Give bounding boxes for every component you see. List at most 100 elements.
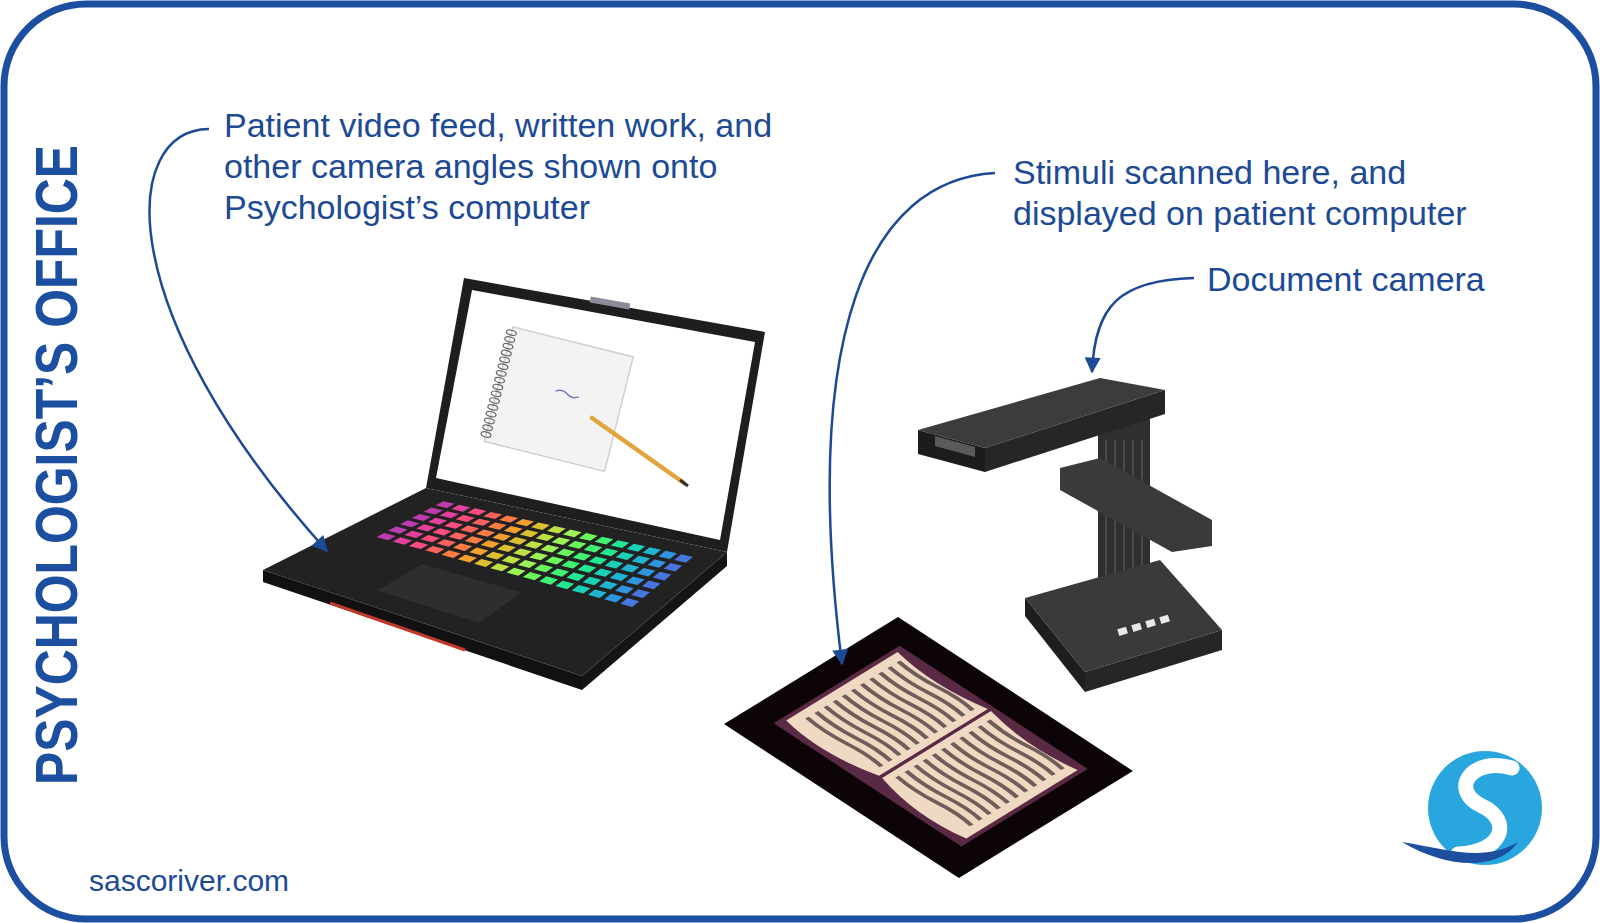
keyboard-key	[600, 548, 619, 556]
book-text-line	[978, 725, 1055, 775]
keyboard-key	[416, 524, 435, 531]
keyboard-key	[611, 540, 630, 548]
keyboard-key	[499, 515, 518, 522]
keyboard-key	[568, 541, 587, 549]
notebook-spiral	[482, 424, 493, 431]
keyboard-key	[531, 523, 550, 530]
keyboard-key	[492, 533, 511, 540]
pencil	[592, 418, 684, 483]
webcam-bar	[590, 297, 630, 310]
logo-swoosh	[1402, 842, 1518, 863]
keyboard-key	[610, 573, 629, 581]
notebook-spiral	[501, 349, 512, 356]
camera-button	[1145, 619, 1156, 628]
logo-circle	[1428, 751, 1542, 865]
keyboard-key	[572, 585, 591, 594]
keyboard-key	[529, 552, 548, 560]
keyboard-key	[409, 542, 428, 550]
keyboard-key	[520, 530, 539, 537]
keyboard-key	[595, 537, 614, 545]
keyboard-key	[637, 568, 656, 576]
keyboard-key	[599, 581, 618, 590]
keyboard-key	[441, 550, 460, 558]
keyboard-key	[393, 537, 412, 544]
keyboard-key	[456, 515, 475, 522]
keyboard-key	[579, 533, 598, 541]
notebook-spiral	[503, 343, 514, 350]
keyboard-key	[583, 577, 602, 585]
keyboard-key	[460, 526, 479, 533]
camera-button	[1117, 627, 1128, 636]
keyboard-key	[400, 520, 419, 527]
keyboard-key	[465, 536, 484, 544]
camera-head-side	[985, 390, 1165, 472]
keyboard-key	[488, 522, 507, 529]
keyboard-key	[540, 545, 559, 553]
keyboard-key	[547, 526, 566, 533]
keyboard-key	[566, 573, 585, 581]
keyboard-key	[620, 598, 639, 607]
book-text-line	[897, 661, 974, 711]
keyboard-key	[648, 559, 667, 567]
camera-base-front	[1025, 598, 1085, 692]
keyboard-key	[572, 553, 591, 561]
keyboard-key	[425, 546, 444, 554]
frame-border	[4, 4, 1596, 919]
keyboard-key	[545, 556, 564, 564]
touchpad	[378, 564, 522, 623]
book-text-line	[987, 720, 1064, 770]
notebook-spiral	[506, 329, 517, 336]
keyboard-key	[448, 532, 467, 539]
keyboard-key	[563, 530, 582, 538]
notebook-paper	[484, 327, 633, 471]
keyboard-key	[653, 572, 672, 581]
keyboard-key	[550, 568, 569, 576]
laptop-base-side	[582, 552, 727, 690]
book-cover	[774, 646, 1088, 847]
keyboard-key	[388, 527, 407, 534]
keyboard-key	[476, 529, 495, 536]
keyboard-key	[376, 533, 395, 540]
keyboard-key	[485, 552, 504, 560]
keyboard-key	[437, 539, 456, 547]
keyboard-key	[536, 534, 555, 542]
keyboard-key	[515, 519, 534, 526]
keyboard-key	[664, 563, 682, 571]
callout-text: Stimuli scanned here, and displayed on p…	[1013, 152, 1488, 234]
keyboard-key	[555, 581, 574, 589]
keyboard-key	[615, 585, 634, 594]
pencil-tip	[680, 480, 688, 486]
notebook-spiral	[496, 370, 507, 377]
book-text-line	[879, 672, 956, 722]
keyboard-key	[643, 547, 662, 555]
keyboard-key	[453, 543, 472, 551]
camera-wing	[1060, 458, 1212, 552]
keyboard-key	[508, 537, 527, 545]
keyboard-key	[674, 554, 692, 562]
notebook-spiral	[494, 377, 505, 384]
notebook-spiral	[484, 417, 495, 424]
keyboard-key	[518, 560, 537, 568]
keyboard-key	[556, 549, 575, 557]
book-page	[874, 711, 1079, 841]
keyboard-key	[436, 501, 455, 508]
keyboard-key	[577, 564, 596, 572]
keyboard-key	[523, 572, 542, 580]
keyboard-key	[604, 594, 623, 603]
keyboard-key	[412, 514, 431, 521]
keyboard-key	[490, 563, 509, 571]
keyboard-key	[404, 531, 423, 538]
camera-base-side	[1085, 630, 1222, 692]
keyboard-key	[513, 548, 532, 556]
keyboard-key	[432, 528, 451, 535]
keyboard-key	[428, 518, 447, 525]
notebook-spiral	[481, 431, 492, 438]
keyboard-key	[594, 569, 613, 577]
notebook-spiral	[486, 411, 497, 418]
book-text-line	[888, 666, 965, 716]
callout-text: Patient video feed, written work, and ot…	[224, 105, 789, 228]
keyboard-key	[588, 589, 607, 598]
keyboard-key	[605, 560, 624, 568]
keyboard-key	[507, 568, 526, 576]
keyboard-key	[481, 540, 500, 548]
